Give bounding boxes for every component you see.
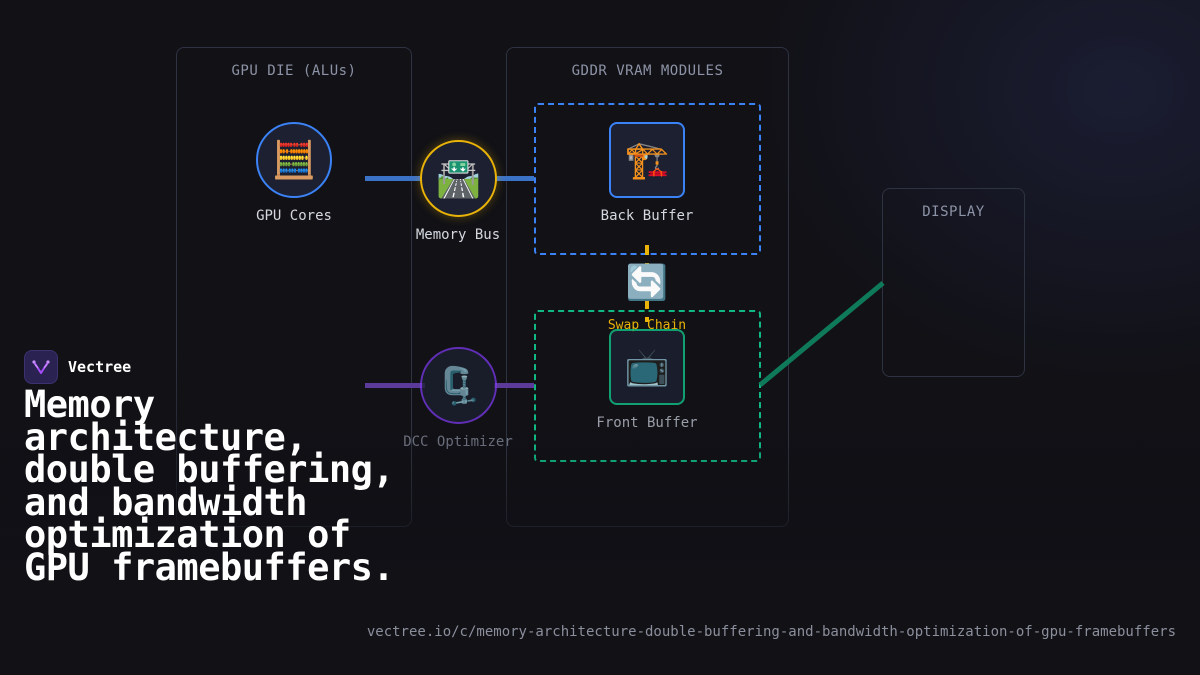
display-container: DISPLAY [882, 188, 1025, 377]
television-icon: 📺 [624, 347, 670, 388]
dcc-optimizer-label: DCC Optimizer [403, 434, 513, 450]
front-buffer-label: Front Buffer [596, 415, 698, 431]
page-title: Memory architecture, double buffering, a… [24, 383, 395, 589]
vram-title: GDDR VRAM MODULES [571, 63, 724, 79]
crane-icon: 🏗️ [624, 140, 670, 181]
bus-to-back-buffer-link [494, 176, 534, 181]
memory-bus-label: Memory Bus [415, 227, 501, 243]
display-title: DISPLAY [922, 204, 985, 220]
swap-arrows-icon: 🔄 [625, 263, 669, 303]
gpu-cores-node[interactable]: 🧮 [256, 122, 332, 198]
brand-name: Vectree [68, 358, 132, 376]
dcc-to-front-buffer-link [494, 383, 534, 388]
motorway-icon: 🛣️ [436, 158, 481, 200]
gpu-die-title: GPU DIE (ALUs) [231, 63, 357, 79]
clamp-icon: 🗜️ [436, 365, 481, 407]
memory-bus-node[interactable]: 🛣️ [420, 140, 497, 217]
dcc-left-link [365, 383, 425, 388]
dcc-optimizer-node[interactable]: 🗜️ [420, 347, 497, 424]
brand: Vectree [24, 350, 131, 384]
vectree-logo-icon [24, 350, 58, 384]
gpu-cores-label: GPU Cores [256, 208, 332, 224]
back-buffer-label: Back Buffer [600, 208, 694, 224]
front-buffer-node[interactable]: 📺 [609, 329, 685, 405]
swap-chain-node[interactable]: 🔄 [622, 258, 672, 308]
abacus-icon: 🧮 [271, 140, 317, 181]
back-buffer-node[interactable]: 🏗️ [609, 122, 685, 198]
source-url[interactable]: vectree.io/c/memory-architecture-double-… [366, 624, 1176, 640]
cores-to-bus-link [365, 176, 425, 181]
